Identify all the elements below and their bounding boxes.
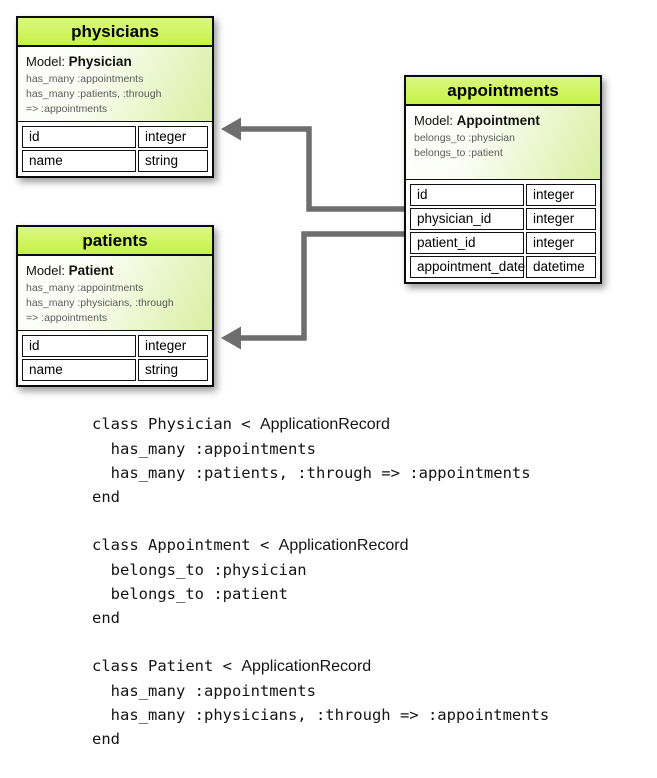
column-type-cell: integer [138, 125, 208, 148]
table-title-appointments: appointments [406, 77, 600, 106]
association-line: has_many :appointments [26, 282, 144, 294]
column-name-cell: id [410, 184, 524, 206]
model-line: Model: Appointment [414, 113, 592, 128]
association-line: belongs_to :physician [414, 132, 515, 144]
column-name-cell: id [22, 334, 136, 357]
column-type-cell: string [138, 358, 208, 381]
column-name-cell: name [22, 149, 136, 172]
code-block-1: class Appointment < ApplicationRecord be… [92, 533, 549, 630]
code-superclass-name: ApplicationRecord [278, 537, 409, 554]
table-title-patients: patients [18, 227, 212, 256]
column-type-cell: string [138, 149, 208, 172]
arrowhead-physicians-icon [221, 117, 241, 141]
code-line: belongs_to :physician [92, 561, 307, 579]
column-type-cell: datetime [526, 256, 596, 278]
association-line: belongs_to :patient [414, 146, 503, 159]
column-type-cell: integer [526, 232, 596, 254]
association-line: has_many :physicians, :through [26, 296, 174, 309]
model-label: Model: [26, 54, 66, 69]
code-line: has_many :patients, :through => :appoint… [92, 464, 531, 482]
code-superclass-name: ApplicationRecord [241, 658, 372, 675]
arrow-line-appointments-to-patients [237, 231, 404, 341]
model-label: Model: [26, 263, 66, 278]
association-line: => :appointments [26, 311, 108, 324]
table-title-physicians: physicians [18, 18, 212, 47]
model-line: Model: Patient [26, 263, 204, 278]
column-type-cell: integer [526, 184, 596, 206]
code-line: has_many :appointments [92, 682, 316, 700]
code-line: belongs_to :patient [92, 585, 288, 603]
code-block-0: class Physician < ApplicationRecord has_… [92, 412, 549, 509]
column-name-cell: physician_id [410, 208, 524, 230]
column-name-cell: name [22, 358, 136, 381]
column-type-cell: integer [138, 334, 208, 357]
model-section-patients: Model: Patient has_many :appointments has_… [18, 256, 212, 331]
model-section-appointments: Model: Appointment belongs_to :physician b… [406, 106, 600, 180]
ruby-code-section: class Physician < ApplicationRecord has_… [92, 412, 549, 775]
model-section-physicians: Model: Physician has_many :appointments ha… [18, 47, 212, 122]
model-name: Physician [68, 54, 132, 69]
code-line: has_many :physicians, :through => :appoi… [92, 706, 550, 724]
column-type-cell: integer [526, 208, 596, 230]
model-label: Model: [414, 113, 454, 128]
arrowhead-patients-icon [221, 326, 241, 350]
arrow-line-appointments-to-physicians [237, 126, 404, 212]
model-name: Patient [68, 263, 114, 278]
association-line: has_many :appointments [26, 73, 144, 85]
code-line: class Patient < ApplicationRecord [92, 657, 372, 675]
code-line: has_many :appointments [92, 440, 316, 458]
column-name-cell: appointment_date [410, 256, 525, 278]
code-line: class Physician < ApplicationRecord [92, 415, 390, 433]
code-line: end [92, 488, 120, 506]
association-line: has_many :patients, :through [26, 87, 162, 100]
model-name: Appointment [456, 113, 540, 128]
code-line: class Appointment < ApplicationRecord [92, 536, 409, 554]
column-name-cell: patient_id [410, 232, 524, 254]
code-block-2: class Patient < ApplicationRecord has_ma… [92, 654, 549, 751]
code-line: end [92, 609, 120, 627]
code-superclass-name: ApplicationRecord [259, 416, 390, 433]
association-line: => :appointments [26, 102, 108, 115]
code-line: end [92, 730, 120, 748]
model-line: Model: Physician [26, 54, 204, 69]
column-name-cell: id [22, 125, 136, 148]
